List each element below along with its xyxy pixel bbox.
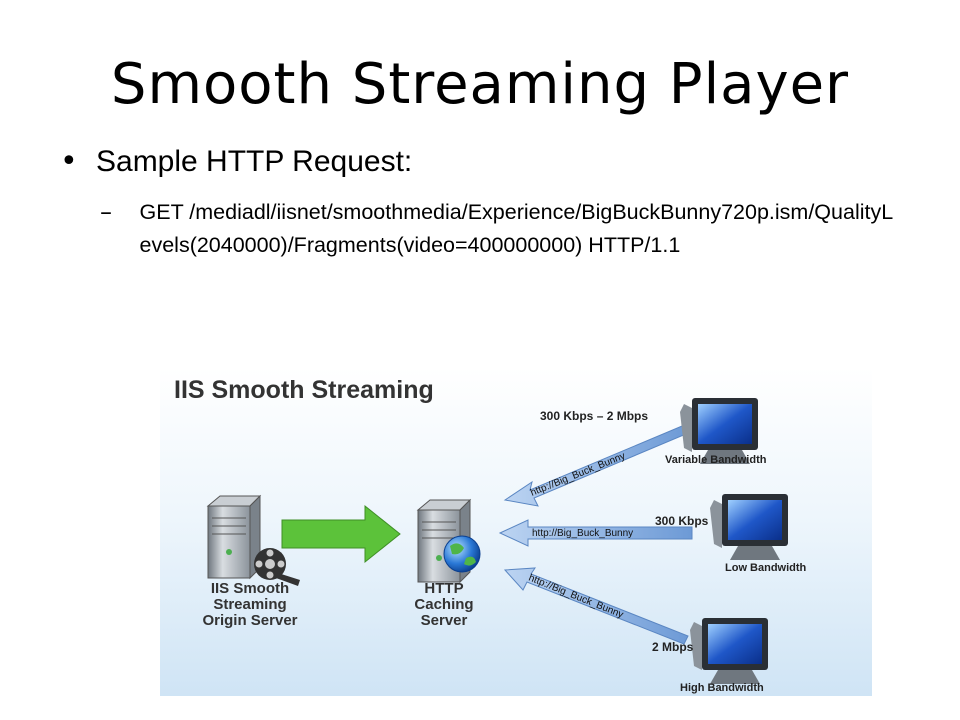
sub-bullet-dash: – <box>100 198 112 226</box>
diagram-heading: IIS Smooth Streaming <box>174 376 434 404</box>
caching-label-3: Server <box>421 612 468 629</box>
url-label-middle: http://Big_Buck_Bunny <box>532 528 633 539</box>
blue-arrow-bottom <box>503 567 689 645</box>
client-monitor-middle-icon <box>710 494 788 560</box>
url-label-top: http://Big_Buck_Bunny <box>529 451 627 499</box>
origin-server-icon <box>206 494 262 580</box>
bandwidth-label-top: Variable Bandwidth <box>665 454 767 466</box>
origin-label-1: IIS Smooth <box>211 580 289 597</box>
caching-label-2: Caching <box>414 596 473 613</box>
slide-title: Smooth Streaming Player <box>110 52 850 117</box>
origin-label-2: Streaming <box>213 596 286 613</box>
bandwidth-label-middle: Low Bandwidth <box>725 562 807 574</box>
globe-icon <box>443 535 481 573</box>
rate-label-top: 300 Kbps – 2 Mbps <box>540 409 648 423</box>
url-label-bottom: http://Big_Buck_Bunny <box>527 573 625 621</box>
streaming-diagram: IIS Smooth Streaming IIS Smooth Streamin… <box>160 368 872 696</box>
diagram-svg: IIS Smooth Streaming IIS Smooth Streamin… <box>174 376 807 694</box>
blue-arrow-middle <box>498 519 693 547</box>
caching-label-1: HTTP <box>424 580 463 597</box>
bandwidth-label-bottom: High Bandwidth <box>680 682 764 694</box>
bullet-dot: • <box>60 144 78 179</box>
rate-label-middle: 300 Kbps <box>655 514 709 528</box>
bullet-text: Sample HTTP Request: <box>96 145 413 178</box>
client-monitor-bottom-icon <box>690 618 768 684</box>
origin-label-3: Origin Server <box>202 612 297 629</box>
rate-label-bottom: 2 Mbps <box>652 640 694 654</box>
bullet-item: • Sample HTTP Request: <box>60 142 412 182</box>
green-arrow <box>281 504 401 564</box>
sub-bullet-item: – GET /mediadl/iisnet/smoothmedia/Experi… <box>100 196 900 262</box>
film-reel-icon <box>254 548 300 586</box>
sub-bullet-text: GET /mediadl/iisnet/smoothmedia/Experien… <box>139 200 894 257</box>
client-monitor-top-icon <box>680 398 758 464</box>
